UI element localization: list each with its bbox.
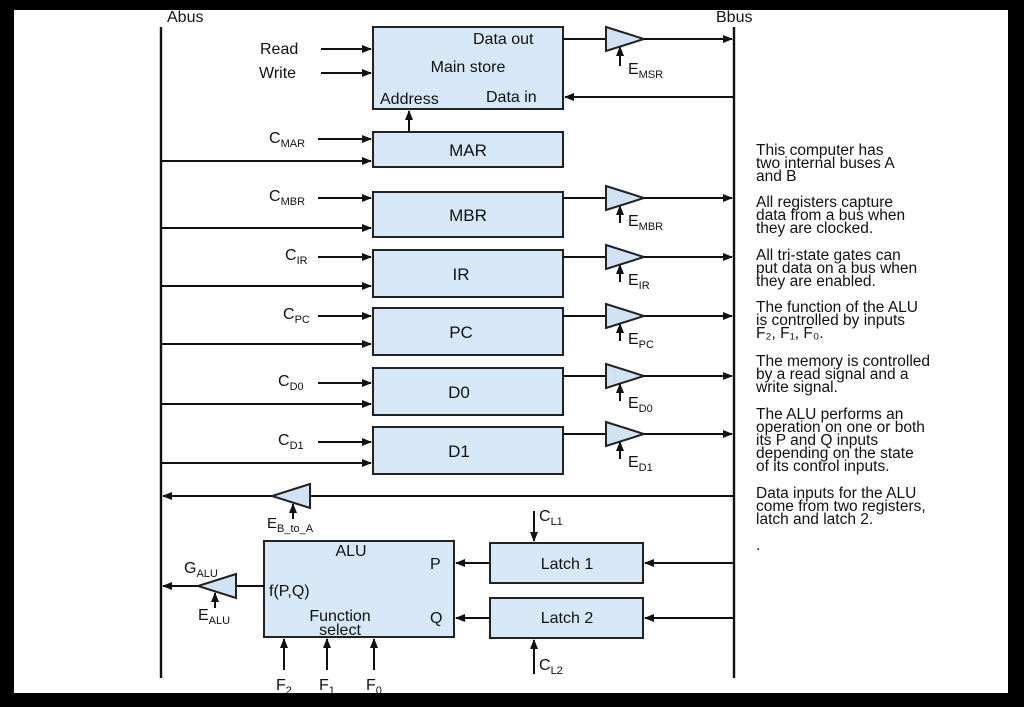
notes-panel: This computer has two internal buses A a… [755, 142, 934, 554]
d0-tristate-gate [605, 362, 648, 390]
alu-title: ALU [335, 543, 366, 560]
note-6: The ALU performs an operation on one or … [756, 406, 929, 475]
d1-register [372, 426, 564, 475]
cmbr-label: CMBR [269, 188, 305, 208]
f0-label: F0 [366, 677, 382, 693]
alu-p-label: P [430, 556, 441, 573]
emsr-label: EMSR [628, 61, 663, 81]
embr-label: EMBR [628, 213, 663, 233]
cd0-label: CD0 [278, 373, 304, 393]
ed0-label: ED0 [628, 395, 653, 415]
main-store-box [372, 26, 564, 110]
note-1: This computer has two internal buses A a… [756, 142, 898, 185]
alu-q-label: Q [430, 610, 442, 627]
d0-label: D0 [448, 383, 470, 402]
function-select-line1: Function [309, 608, 370, 625]
ir-register [372, 249, 564, 298]
function-select-line2: select [319, 622, 361, 639]
cl1-label: CL1 [539, 508, 563, 528]
b-bus-label: Bbus [716, 10, 752, 26]
note-7: Data inputs for the ALU come from two re… [756, 485, 930, 528]
pc-register [372, 307, 564, 356]
d1-label: D1 [448, 442, 470, 461]
cd1-label: CD1 [278, 432, 304, 452]
a-bus-label: Abus [167, 10, 203, 26]
read-label: Read [260, 41, 298, 58]
trailing-mark: . [756, 537, 760, 554]
write-label: Write [259, 65, 296, 82]
address-label: Address [380, 91, 439, 108]
cmar-label: CMAR [269, 130, 305, 150]
diagram-canvas: Abus Bbus Main store Data out Address Da… [14, 10, 1008, 693]
b-to-a-tristate-gate [268, 482, 311, 510]
ir-label: IR [453, 265, 470, 284]
note-5: The memory is controlled by a read signa… [755, 353, 934, 396]
cpc-label: CPC [283, 306, 310, 326]
alu-function-label: f(P,Q) [269, 583, 310, 600]
main-store-label: Main store [431, 59, 506, 76]
note-3: All tri-state gates can put data on a bu… [756, 247, 921, 290]
d1-tristate-gate [605, 420, 648, 448]
cl2-label: CL2 [539, 657, 563, 677]
ed1-label: ED1 [628, 454, 653, 474]
f2-label: F2 [276, 677, 292, 693]
note-2: All registers capture data from a bus wh… [756, 194, 909, 237]
mbr-label: MBR [449, 206, 487, 225]
mbr-tristate-gate [605, 184, 648, 212]
d0-register [372, 367, 564, 416]
cir-label: CIR [285, 247, 308, 267]
f1-label: F1 [319, 677, 335, 693]
epc-label: EPC [628, 331, 654, 351]
cpu-datapath-diagram: Abus Bbus Main store Data out Address Da… [159, 10, 934, 693]
latch1-label: Latch 1 [541, 556, 594, 573]
eir-label: EIR [628, 272, 650, 292]
mbr-register [372, 191, 564, 238]
data-in-label: Data in [486, 89, 537, 106]
latch2-box [489, 597, 644, 639]
note-4: The function of the ALU is controlled by… [756, 299, 922, 342]
alu-box [263, 540, 455, 638]
eb-to-a-label: EB_to_A [267, 515, 314, 535]
pc-tristate-gate [605, 302, 648, 330]
galu-label: GALU [184, 560, 218, 580]
ir-tristate-gate [605, 243, 648, 271]
msr-tristate-gate [605, 25, 648, 53]
data-out-label: Data out [473, 31, 534, 48]
latch2-label: Latch 2 [541, 610, 594, 627]
latch1-box [489, 542, 644, 584]
mar-label: MAR [449, 141, 487, 160]
ealu-label: EALU [198, 607, 230, 627]
mar-register [372, 131, 564, 168]
pc-label: PC [449, 323, 473, 342]
